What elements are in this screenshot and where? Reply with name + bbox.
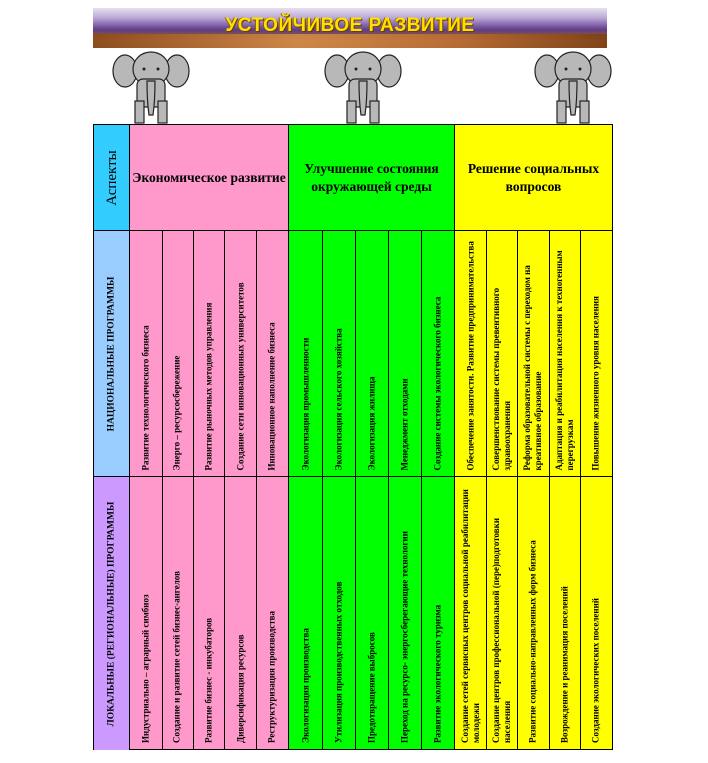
- national-program-cell: Создание сети инновационных университето…: [225, 231, 257, 476]
- elephant-icon: [534, 51, 612, 124]
- local-program-cell: Создание сетей сервисных центров социаль…: [455, 477, 486, 749]
- local-program-text: Переход на ресурсо- энергосберегающие те…: [399, 531, 409, 743]
- local-program-cell: Утилизация производственных отходов: [322, 477, 355, 749]
- local-program-text: Создание сетей сервисных центров социаль…: [459, 489, 481, 743]
- aspects-cell: Аспекты: [94, 125, 129, 230]
- local-program-text: Создание и развитие сетей бизнес-ангелов: [171, 571, 182, 743]
- local-program-text: Утилизация производственных отходов: [333, 581, 343, 743]
- local-program-text: Предотвращение выбросов: [366, 632, 376, 743]
- local-program-cell: Создание центров профессиональной (пере)…: [486, 477, 517, 749]
- national-program-cell: Реформа образовательной системы с перехо…: [518, 231, 549, 476]
- local-program-text: Развитие социально-направленных форм биз…: [527, 540, 538, 743]
- national-program-text: Экологизация жилища: [366, 375, 376, 470]
- title-banner: УСТОЙЧИВОЕ РАЗВИТИЕ: [93, 8, 607, 48]
- divider: [129, 125, 130, 749]
- local-program-cell: Индустриально – аграрный симбиоз: [130, 477, 162, 749]
- elephant-icon: [112, 51, 190, 124]
- national-program-cell: Менеджмент отходами: [388, 231, 421, 476]
- local-label-cell: ЛОКАЛЬНЫЕ (РЕГИОНАЛЬНЫЕ) ПРОГРАММЫ: [94, 476, 129, 750]
- national-program-cell: Адаптация и реабилитация населения к тех…: [549, 231, 580, 476]
- national-program-text: Менеджмент отходами: [399, 377, 409, 470]
- national-program-cell: Инновационное наполнение бизнеса: [256, 231, 288, 476]
- local-program-text: Развитие экологического туризма: [432, 604, 442, 743]
- group-title-social: Решение социальных вопросов: [467, 160, 600, 194]
- national-program-cell: Создание системы экологического бизнеса: [421, 231, 454, 476]
- local-program-text: Создание центров профессиональной (пере)…: [491, 517, 513, 743]
- local-program-cell: Развитие бизнес - инкубаторов: [193, 477, 225, 749]
- local-program-cell: Развитие социально-направленных форм биз…: [518, 477, 549, 749]
- national-program-text: Совершенствование системы превентивного …: [491, 287, 513, 470]
- national-label: НАЦИОНАЛЬНЫЕ ПРОГРАММЫ: [106, 276, 116, 431]
- national-label-cell: НАЦИОНАЛЬНЫЕ ПРОГРАММЫ: [94, 230, 129, 476]
- national-program-text: Развитие технологического бизнеса: [140, 324, 151, 470]
- group-title-economic: Экономическое развитие: [132, 169, 286, 185]
- national-program-cell: Совершенствование системы превентивного …: [486, 231, 517, 476]
- national-program-cell: Развитие технологического бизнеса: [130, 231, 162, 476]
- sustainable-development-table: Аспекты НАЦИОНАЛЬНЫЕ ПРОГРАММЫ ЛОКАЛЬНЫЕ…: [93, 124, 613, 750]
- local-program-cell: Диверсификация ресурсов: [225, 477, 257, 749]
- local-program-text: Создание экологических поселений: [590, 598, 601, 743]
- local-program-text: Диверсификация ресурсов: [235, 634, 246, 744]
- national-program-text: Развитие рыночных методов управления: [203, 302, 214, 470]
- local-program-cell: Реструктуризация производства: [256, 477, 288, 749]
- local-program-text: Возрождение и реанимация поселений: [559, 586, 570, 743]
- national-program-text: Инновационное наполнение бизнеса: [266, 321, 277, 470]
- national-program-text: Обеспечение занятости. Развитие предприн…: [465, 240, 476, 470]
- national-program-text: Энерго – ресурсосбережение: [171, 355, 182, 470]
- national-program-text: Повышение жизненного уровня населения: [590, 295, 601, 470]
- national-program-text: Экологизация промышленности: [300, 337, 310, 470]
- national-program-cell: Развитие рыночных методов управления: [193, 231, 225, 476]
- banner-title: УСТОЙЧИВОЕ РАЗВИТИЕ: [225, 15, 475, 36]
- national-program-text: Создание сети инновационных университето…: [235, 281, 246, 470]
- national-program-text: Создание системы экологического бизнеса: [432, 296, 442, 470]
- national-program-cell: Энерго – ресурсосбережение: [162, 231, 194, 476]
- local-program-text: Индустриально – аграрный симбиоз: [140, 594, 151, 743]
- national-program-cell: Повышение жизненного уровня населения: [581, 231, 612, 476]
- local-program-cell: Переход на ресурсо- энергосберегающие те…: [388, 477, 421, 749]
- local-program-cell: Развитие экологического туризма: [421, 477, 454, 749]
- national-program-text: Экологизация сельского хозяйства: [333, 327, 343, 470]
- elephant-icon: [324, 51, 402, 124]
- local-program-cell: Предотвращение выбросов: [355, 477, 388, 749]
- local-program-text: Реструктуризация производства: [266, 610, 277, 743]
- national-program-cell: Экологизация промышленности: [289, 231, 322, 476]
- local-program-cell: Возрождение и реанимация поселений: [549, 477, 580, 749]
- group-environment: Улучшение состояния окружающей среды: [289, 125, 454, 749]
- local-program-text: Развитие бизнес - инкубаторов: [203, 617, 214, 743]
- national-program-cell: Экологизация сельского хозяйства: [322, 231, 355, 476]
- national-program-cell: Экологизация жилища: [355, 231, 388, 476]
- group-title-environment: Улучшение состояния окружающей среды: [304, 160, 439, 194]
- aspects-label: Аспекты: [103, 149, 120, 206]
- local-program-text: Экологизация производства: [300, 628, 310, 743]
- local-program-cell: Создание и развитие сетей бизнес-ангелов: [162, 477, 194, 749]
- banner-landscape: [93, 34, 607, 48]
- divider: [288, 125, 289, 749]
- local-label: ЛОКАЛЬНЫЕ (РЕГИОНАЛЬНЫЕ) ПРОГРАММЫ: [106, 501, 116, 726]
- group-social: Решение социальных вопросов: [455, 125, 612, 749]
- national-program-cell: Обеспечение занятости. Развитие предприн…: [455, 231, 486, 476]
- local-program-cell: Экологизация производства: [289, 477, 322, 749]
- local-program-cell: Создание экологических поселений: [581, 477, 612, 749]
- national-program-text: Реформа образовательной системы с перехо…: [522, 264, 544, 470]
- group-economic: Экономическое развитие: [130, 125, 288, 749]
- national-program-text: Адаптация и реабилитация населения к тех…: [553, 249, 575, 470]
- divider: [454, 125, 455, 749]
